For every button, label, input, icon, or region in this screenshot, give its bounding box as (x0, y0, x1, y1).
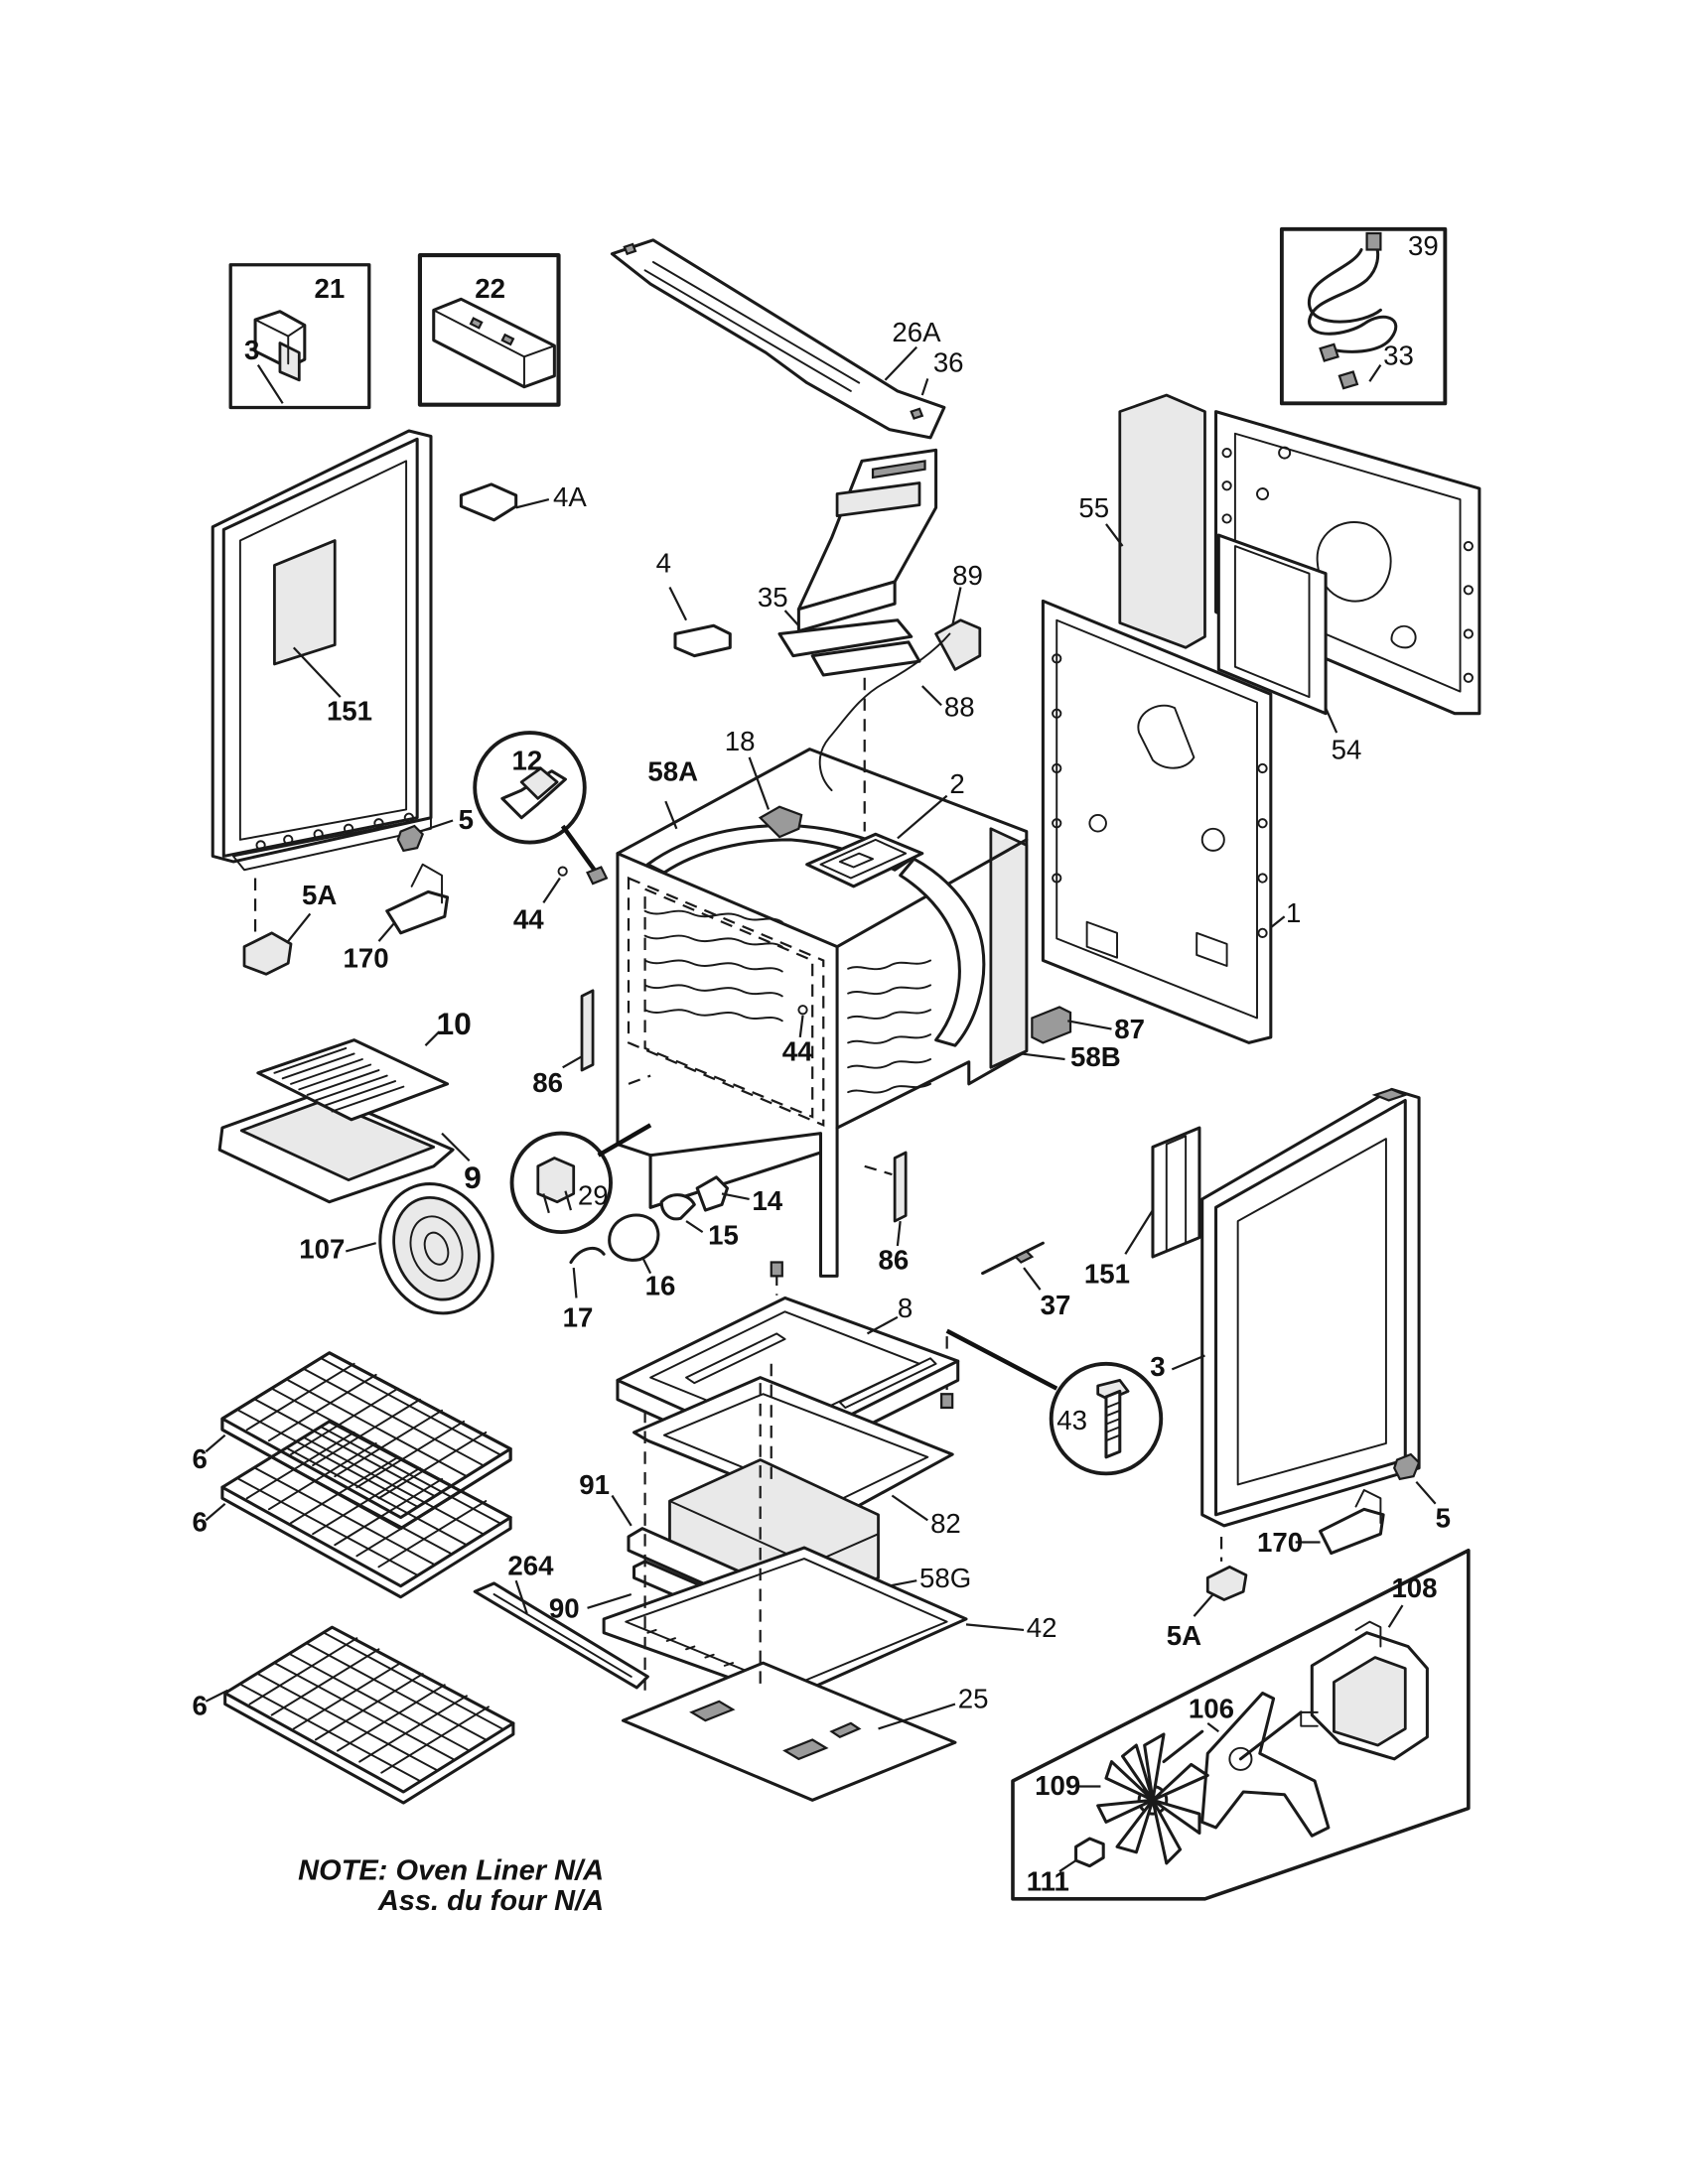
rack-bottom (223, 1625, 515, 1805)
part-87-terminal: 87 (1031, 1006, 1145, 1044)
dashed-assembly-lines (643, 1363, 773, 1697)
label-58B: 58B (1070, 1041, 1121, 1072)
part-42-frame: 42 (602, 1546, 1057, 1701)
part-39-inset: 39 (1279, 226, 1448, 406)
label-26A: 26A (892, 317, 941, 347)
label-9: 9 (464, 1160, 482, 1195)
note-block: NOTE: Oven Liner N/A Ass. du four N/A (298, 1854, 604, 1916)
label-5A-left: 5A (302, 880, 337, 910)
label-82: 82 (930, 1508, 961, 1539)
label-4: 4 (656, 547, 671, 578)
label-86-right: 86 (879, 1244, 910, 1275)
label-6-middle: 6 (192, 1506, 207, 1537)
label-170-right: 170 (1257, 1527, 1303, 1558)
label-21: 21 (315, 273, 346, 304)
part-264-trim: 264 (473, 1551, 649, 1690)
part-21-inset: 21 (228, 263, 371, 410)
part-12-callout: 12 44 (473, 731, 609, 935)
label-151-right: 151 (1084, 1258, 1130, 1289)
label-91: 91 (579, 1469, 610, 1500)
part-55-54-panel: 55 54 (1078, 393, 1362, 764)
part-29-14-15-16-17-light: 29 14 15 16 17 (509, 1123, 783, 1332)
label-3-right: 3 (1150, 1351, 1165, 1382)
label-111: 111 (1027, 1866, 1069, 1897)
part-5-5A-170-left: 5 5A 170 (242, 804, 474, 976)
part-4-bracket: 4 (656, 547, 732, 658)
label-12: 12 (512, 745, 543, 775)
label-106: 106 (1189, 1693, 1234, 1723)
note-line-1: NOTE: Oven Liner N/A (298, 1854, 604, 1886)
rack-middle (220, 1420, 512, 1599)
label-89: 89 (952, 560, 983, 591)
part-36-35-vent-duct: 36 35 89 88 (758, 347, 983, 832)
part-25-bottom-cover: 25 (621, 1661, 989, 1802)
label-44-b: 44 (782, 1035, 813, 1066)
label-25: 25 (958, 1684, 989, 1714)
label-109: 109 (1035, 1770, 1080, 1801)
part-107-fan-cover: 107 (299, 1182, 494, 1315)
part-1-back-panel: 1 (1041, 599, 1301, 1044)
label-5-right: 5 (1436, 1502, 1451, 1533)
part-4A-bracket: 4A (459, 481, 587, 522)
label-44-a: 44 (513, 904, 544, 935)
label-108: 108 (1391, 1572, 1437, 1603)
label-5-left: 5 (459, 804, 474, 835)
part-43-callout: 43 (940, 1328, 1164, 1476)
label-36: 36 (933, 347, 964, 378)
label-16: 16 (645, 1271, 676, 1301)
label-87: 87 (1114, 1014, 1145, 1044)
label-17: 17 (563, 1301, 594, 1332)
part-58A-oven-cavity: 58A 18 2 44 58B (616, 726, 1121, 1278)
label-39: 39 (1408, 230, 1439, 261)
label-170-left: 170 (344, 942, 389, 973)
label-107: 107 (299, 1233, 345, 1264)
label-6-top: 6 (192, 1443, 207, 1474)
part-convection-fan-inset: 108 106 109 111 (1011, 1548, 1471, 1901)
fan-blade (1096, 1732, 1209, 1865)
label-15: 15 (708, 1220, 739, 1251)
label-3-left: 3 (244, 335, 259, 365)
part-26A-bracket: 26A (610, 238, 946, 440)
label-22: 22 (475, 273, 505, 304)
label-10: 10 (437, 1006, 472, 1041)
label-6-bottom: 6 (192, 1691, 207, 1721)
label-43: 43 (1056, 1405, 1087, 1435)
label-18: 18 (725, 726, 756, 756)
label-86-left: 86 (532, 1067, 563, 1098)
label-4A: 4A (553, 481, 587, 512)
label-14: 14 (752, 1185, 782, 1216)
label-88: 88 (944, 691, 975, 722)
label-264: 264 (507, 1551, 554, 1581)
part-3-left-door: 3 151 (211, 335, 433, 872)
label-37: 37 (1041, 1290, 1071, 1320)
label-33: 33 (1383, 341, 1414, 371)
part-5-5A-170-right: 5 170 5A (1167, 1452, 1451, 1651)
label-151-left: 151 (327, 696, 372, 727)
label-55: 55 (1078, 492, 1109, 523)
label-2: 2 (949, 768, 964, 799)
label-58A: 58A (647, 755, 698, 786)
part-6-racks: 6 6 6 (192, 1351, 515, 1805)
label-29: 29 (578, 1179, 609, 1210)
label-54: 54 (1332, 734, 1362, 764)
label-5A-right: 5A (1167, 1620, 1201, 1651)
label-42: 42 (1027, 1612, 1057, 1643)
part-86-receivers: 86 86 (532, 989, 910, 1275)
part-22-inset: 22 (417, 252, 561, 407)
label-58G: 58G (919, 1563, 971, 1593)
part-37-sensor: 37 (981, 1241, 1071, 1320)
label-35: 35 (758, 582, 788, 613)
note-line-2: Ass. du four N/A (377, 1885, 604, 1917)
part-3-right-door: 151 3 (1084, 1087, 1421, 1528)
part-10-9-broiler: 10 9 (217, 1006, 482, 1204)
label-1: 1 (1286, 897, 1301, 928)
label-8: 8 (898, 1293, 913, 1323)
